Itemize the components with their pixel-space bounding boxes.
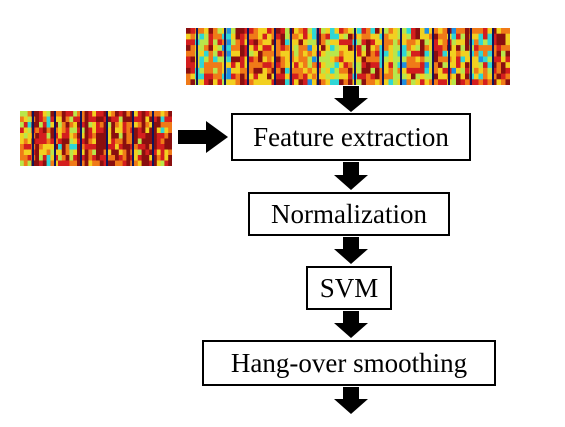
feature-extraction-label: Feature extraction [253, 121, 449, 152]
svm-label: SVM [319, 272, 379, 303]
arrow-down-icon [334, 237, 368, 264]
arrow-down-icon [334, 86, 368, 112]
arrow-down-icon [334, 162, 368, 190]
svm-box: SVM [306, 266, 392, 310]
normalization-box: Normalization [248, 192, 450, 236]
hang-over-smoothing-box: Hang-over smoothing [202, 340, 496, 386]
arrow-right-icon [178, 121, 228, 153]
spectrogram-left-image [20, 111, 172, 166]
normalization-label: Normalization [271, 198, 427, 229]
spectrogram-top-image [186, 28, 510, 85]
arrow-down-icon [334, 311, 368, 338]
hang-over-smoothing-label: Hang-over smoothing [230, 347, 468, 378]
feature-extraction-box: Feature extraction [231, 113, 471, 161]
arrow-down-icon [334, 387, 368, 414]
